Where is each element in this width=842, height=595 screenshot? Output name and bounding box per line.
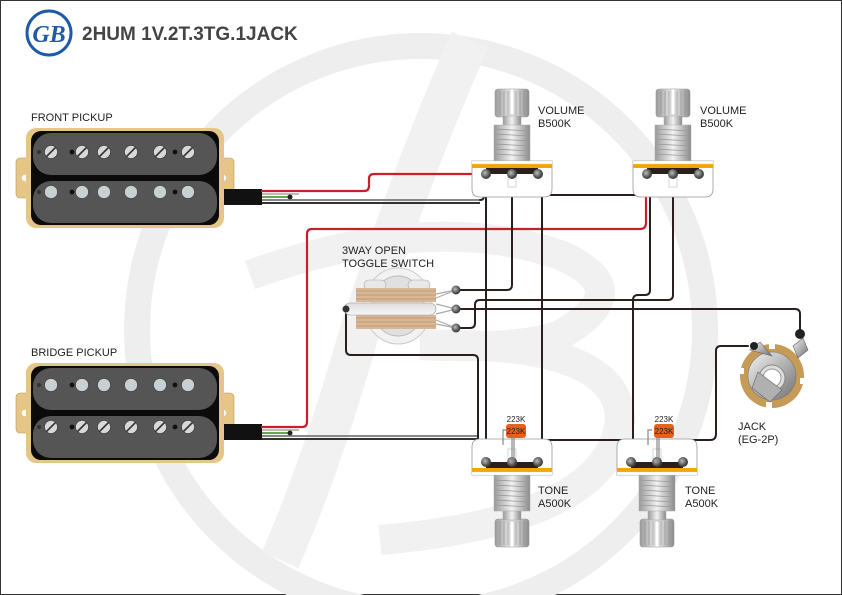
jack-label: JACK xyxy=(738,421,767,433)
tone1-capacitor-value: 223K xyxy=(507,415,526,424)
wire-vol2-switch xyxy=(455,173,674,329)
tone2-capacitor-value: 223K xyxy=(655,415,674,424)
wire-vol1-switch xyxy=(455,173,513,291)
volume1-label: VOLUME xyxy=(538,105,584,117)
wire-vol1-ground xyxy=(537,173,543,441)
front-pickup-poles xyxy=(37,144,196,199)
bridge-pickup-cable xyxy=(224,424,478,440)
tone1-label: TONE xyxy=(538,485,568,497)
wire-vol2-tone2 xyxy=(632,173,651,463)
logo-text: GB xyxy=(32,22,65,48)
tone2-value: A500K xyxy=(685,498,719,510)
toggle-switch[interactable] xyxy=(342,267,461,345)
tone1-capacitor-body-text: 223K xyxy=(507,427,526,436)
jack-model: (EG-2P) xyxy=(738,434,778,446)
volume1-value: B500K xyxy=(538,118,572,130)
output-jack[interactable] xyxy=(736,329,809,410)
watermark-logo xyxy=(124,31,718,595)
wire-ground-bus-bottom xyxy=(541,345,749,441)
tone2-capacitor: 223K 223K xyxy=(647,415,674,462)
toggle-switch-label-2: TOGGLE SWITCH xyxy=(342,258,434,270)
wires xyxy=(260,172,801,463)
diagram-title: 2HUM 1V.2T.3TG.1JACK xyxy=(82,24,298,45)
front-pickup xyxy=(15,127,235,229)
volume2-value: B500K xyxy=(700,118,734,130)
tone1-capacitor: 223K 223K xyxy=(502,415,526,462)
tone2-label: TONE xyxy=(685,485,715,497)
brand-logo: GB xyxy=(25,9,73,57)
wire-switch-ground xyxy=(345,311,479,441)
volume2-label: VOLUME xyxy=(700,105,746,117)
wire-front-hot xyxy=(260,172,488,193)
tone1-value: A500K xyxy=(538,498,572,510)
bridge-pickup-label: BRIDGE PICKUP xyxy=(31,347,117,359)
bridge-pickup-poles xyxy=(37,378,196,435)
toggle-switch-label-1: 3WAY OPEN xyxy=(342,245,406,257)
wire-bridge-hot xyxy=(260,172,648,429)
tone2-capacitor-body-text: 223K xyxy=(655,427,674,436)
front-pickup-label: FRONT PICKUP xyxy=(31,112,113,124)
wire-switch-output xyxy=(455,308,801,331)
bridge-pickup xyxy=(15,362,235,464)
